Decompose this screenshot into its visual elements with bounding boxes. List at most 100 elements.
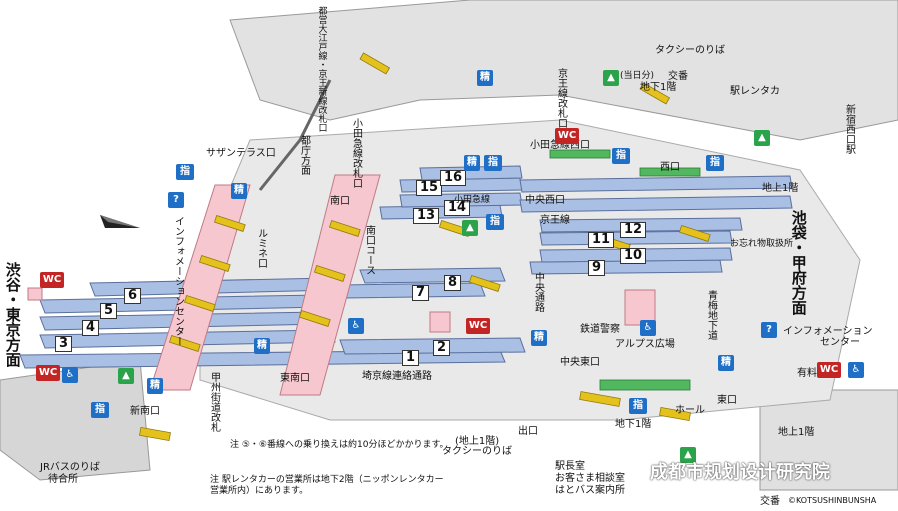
- stair: [678, 225, 711, 242]
- platform-number-12: 12: [620, 222, 647, 238]
- exit-south-concourse[interactable]: 南口コース: [363, 225, 375, 275]
- wheelchair-icon: ♿: [62, 367, 78, 383]
- label-info-center: インフォメーションセンター: [172, 216, 184, 346]
- platform-number-16: 16: [440, 170, 467, 186]
- platform-number-5: 5: [100, 303, 118, 319]
- platform-east-b: [519, 195, 793, 213]
- exit-platform-access[interactable]: 青梅地下道: [705, 290, 717, 340]
- rail-line: [258, 79, 332, 191]
- toilet-icon: WC: [555, 128, 579, 144]
- label-taxi-top: タクシーのりば: [655, 45, 725, 56]
- label-traffic-b: 交番: [760, 496, 780, 507]
- elevator-icon: ▲: [754, 130, 770, 146]
- ticket-icon: 指: [486, 214, 504, 230]
- direction-shibuya-tokyo: 渋谷・東京方面: [3, 262, 22, 367]
- label-info-right2: センター: [820, 337, 860, 348]
- stair: [328, 220, 361, 237]
- exit-new-central[interactable]: 中央通路: [532, 272, 544, 312]
- label-info-top: (当日分): [620, 71, 655, 81]
- platform-number-14: 14: [444, 200, 471, 216]
- stair: [183, 295, 216, 312]
- seisan-icon: 精: [254, 338, 270, 354]
- exit-shinjuku-station[interactable]: 新宿西口駅: [843, 104, 855, 154]
- exit-south[interactable]: 南口: [330, 196, 350, 207]
- ticket-icon: 指: [91, 402, 109, 418]
- stair: [313, 265, 346, 282]
- label-odakyu-line: 小田急線: [454, 195, 491, 205]
- elevator-icon: ▲: [680, 447, 696, 463]
- exit-southern-terrace[interactable]: サザンテラス口: [206, 148, 276, 159]
- platform-number-3: 3: [55, 336, 73, 352]
- info-icon: ?: [761, 322, 777, 338]
- stair: [298, 310, 331, 327]
- label-rental-car: 駅レンタカ: [730, 86, 780, 97]
- concourse-right-pink: [624, 289, 656, 326]
- label-keio-line: 京王線: [540, 215, 570, 226]
- elevator-icon: ▲: [603, 70, 619, 86]
- label-saikyo: 埼京線連絡通路: [362, 371, 432, 382]
- exit-east[interactable]: 東口: [717, 395, 737, 406]
- stair: [139, 426, 171, 442]
- exit-odakyu-west[interactable]: 小田急線西口: [530, 140, 590, 151]
- platform-8: [359, 267, 506, 284]
- platform-number-9: 9: [588, 260, 606, 276]
- platform-east-a: [519, 175, 793, 193]
- platform-number-2: 2: [433, 340, 451, 356]
- seisan-icon: 精: [231, 183, 247, 199]
- exit-east-south[interactable]: 東南口: [280, 373, 310, 384]
- concourse-mid-pink: [429, 311, 451, 333]
- exit-lumine[interactable]: ルミネ口: [255, 228, 267, 268]
- exit-toei-oedo[interactable]: 都営大江戸線・京王新線改札口: [316, 6, 327, 132]
- platform-number-8: 8: [444, 275, 462, 291]
- platform-number-11: 11: [588, 232, 615, 248]
- elevator-icon: ▲: [118, 368, 134, 384]
- credit: ©KOTSUSHINBUNSHA: [788, 496, 877, 505]
- wheelchair-icon: ♿: [640, 320, 656, 336]
- stair: [213, 215, 246, 232]
- concourse-left-pink: [27, 287, 43, 301]
- exit-new-south[interactable]: 新南口: [130, 406, 160, 417]
- compass-icon: [100, 215, 140, 228]
- label-ground1-c: (地上1階): [455, 436, 500, 447]
- platform-13: [379, 204, 503, 220]
- ticket-icon: 指: [176, 164, 194, 180]
- exit-koshu-kaido[interactable]: 甲州街道改札: [208, 372, 220, 432]
- label-ground1-b: 地上1階: [778, 427, 815, 438]
- seisan-icon: 精: [718, 355, 734, 371]
- exit-odakyu[interactable]: 小田急線改札口: [350, 118, 362, 188]
- seisan-icon: 精: [477, 70, 493, 86]
- label-traffic: 交番: [668, 71, 688, 82]
- platform-number-15: 15: [416, 180, 443, 196]
- note-transfer: 注 ⑤・⑥番線への乗り換えは約10分ほどかかります。: [230, 440, 449, 450]
- exit-central-west[interactable]: 中央西口: [525, 195, 565, 206]
- label-info-right: インフォメーション: [783, 326, 873, 337]
- ticket-icon: 指: [484, 155, 502, 171]
- toilet-icon: WC: [466, 318, 490, 334]
- stair: [359, 52, 391, 75]
- platform-number-13: 13: [413, 208, 440, 224]
- info-icon: ?: [168, 192, 184, 208]
- exit-west[interactable]: 西口: [660, 162, 680, 173]
- ticket-icon: 指: [612, 148, 630, 164]
- label-jr-bus: JRバスのりば: [40, 462, 100, 473]
- label-lost-found: お忘れ物取扱所: [730, 239, 794, 249]
- label-ground1: 地上1階: [762, 183, 799, 194]
- label-exit: 出口: [518, 426, 538, 437]
- seisan-icon: 精: [531, 330, 547, 346]
- stair: [468, 275, 501, 292]
- wheelchair-icon: ♿: [348, 318, 364, 334]
- stair: [659, 406, 691, 422]
- label-taxi-bottom: タクシーのりば: [442, 446, 512, 457]
- stair: [639, 82, 671, 105]
- platform-number-6: 6: [124, 288, 142, 304]
- exit-central-east[interactable]: 中央東口: [560, 357, 600, 368]
- label-consult: お客さま相談室: [555, 473, 625, 484]
- label-underground1: 地下1階: [640, 82, 677, 93]
- stair: [168, 335, 201, 352]
- exit-keio[interactable]: 京王線改札口: [555, 68, 567, 128]
- label-alps: アルプス広場: [615, 339, 675, 350]
- exit-toshincho[interactable]: 都庁方面: [298, 135, 310, 175]
- label-hall: ホール: [675, 405, 705, 416]
- elevator-icon: ▲: [462, 220, 478, 236]
